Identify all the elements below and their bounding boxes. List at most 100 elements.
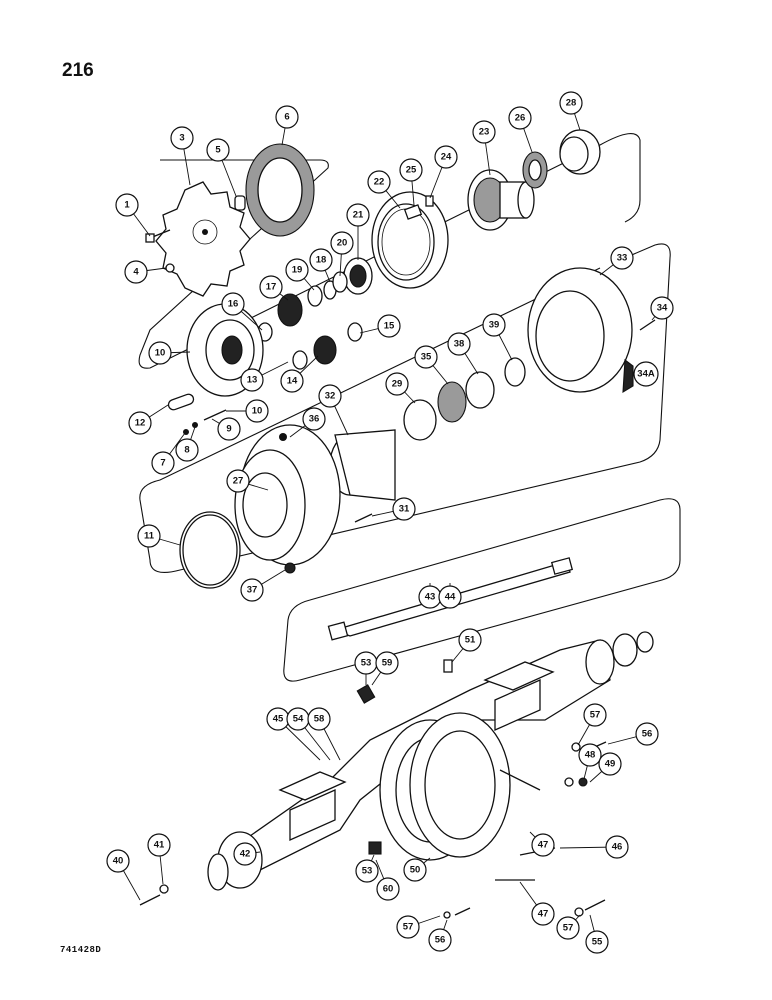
outer-bearing-cone [437,381,467,423]
part-callout-54: 54 [286,707,310,731]
callout-label: 13 [247,375,258,386]
callout-label: 14 [287,376,298,387]
callout-circle [447,332,471,356]
breather [443,659,453,673]
part-callout-57: 57 [396,915,420,939]
callout-circle [307,707,331,731]
callout-circle [650,296,674,320]
callout-label: 32 [325,391,336,402]
callout-circle [428,928,452,952]
callout-label: 56 [435,935,446,946]
callout-label: 3 [179,133,184,144]
callout-label: 53 [361,658,372,669]
part-callout-36: 36 [302,407,326,431]
callout-circle [137,524,161,548]
flange-stud [499,769,541,791]
callout-circle [318,384,342,408]
callout-label: 6 [284,112,289,123]
callout-circle [635,722,659,746]
washer-fastener [564,777,574,787]
bolt-fastener [584,899,606,911]
drain-plug [356,684,376,704]
part-callout-56: 56 [428,928,452,952]
callout-label: 47 [538,909,549,920]
callout-circle [275,105,299,129]
callout-circle [458,628,482,652]
callout-label: 51 [465,635,476,646]
callout-label: 59 [382,658,393,669]
callout-label: 54 [293,714,304,725]
callout-circle [147,833,171,857]
callout-circle [585,930,609,954]
part-callout-42: 42 [233,842,257,866]
drum-bolt [639,319,656,331]
callout-label: 43 [425,592,436,603]
callout-circle [605,835,629,859]
callout-label: 5 [215,145,221,156]
callout-label: 39 [489,320,500,331]
part-callout-29: 29 [385,372,409,396]
part-callout-27: 27 [226,469,250,493]
callout-circle [106,849,130,873]
callout-circle [633,361,659,387]
callout-circle [151,451,175,475]
callout-circle [259,275,283,299]
callout-circle [438,585,462,609]
brake-drum [527,267,634,394]
callout-label: 18 [316,255,327,266]
callout-label: 41 [154,840,165,851]
part-callout-13: 13 [240,368,264,392]
callout-circle [226,469,250,493]
callout-label: 21 [353,210,364,221]
callout-label: 24 [441,152,452,163]
callout-label: 15 [384,321,395,332]
callout-circle [170,126,194,150]
part-callout-34a: 34A [633,361,659,387]
bearing-cup [559,129,601,175]
callout-circle [376,877,400,901]
callout-label: 55 [592,937,603,948]
part-callout-17: 17 [259,275,283,299]
part-callout-11: 11 [137,524,161,548]
callout-circle [396,915,420,939]
part-callout-41: 41 [147,833,171,857]
callout-label: 36 [309,414,320,425]
grease-fitting [284,562,296,574]
part-callout-47: 47 [531,902,555,926]
plug [279,433,287,441]
callout-label: 22 [374,177,385,188]
callout-label: 58 [314,714,325,725]
callout-circle [240,368,264,392]
callout-label: 42 [240,849,251,860]
callout-label: 50 [410,865,421,876]
callout-circle [508,106,532,130]
callout-label: 34A [637,369,655,380]
callout-label: 25 [406,165,417,176]
callout-circle [531,902,555,926]
callout-label: 40 [113,856,124,867]
nut-fastener [578,777,588,787]
callout-label: 46 [612,842,623,853]
callout-circle [128,411,152,435]
part-callout-12: 12 [128,411,152,435]
callout-label: 29 [392,379,403,390]
callout-circle [610,246,634,270]
hub-bolt [354,513,373,523]
o-ring [179,511,241,589]
part-callout-53: 53 [354,651,378,675]
part-callout-35: 35 [414,345,438,369]
lock-plate [403,204,423,220]
callout-label: 12 [135,418,146,429]
part-callout-4: 4 [124,260,148,284]
callout-circle [375,651,399,675]
brake-flange [379,712,511,861]
nut [165,263,175,273]
callout-label: 48 [585,750,596,761]
callout-circle [330,231,354,255]
callout-circle [221,292,245,316]
part-callout-28: 28 [559,91,583,115]
callout-circle [217,417,241,441]
part-callout-10: 10 [245,399,269,423]
callout-circle [559,91,583,115]
